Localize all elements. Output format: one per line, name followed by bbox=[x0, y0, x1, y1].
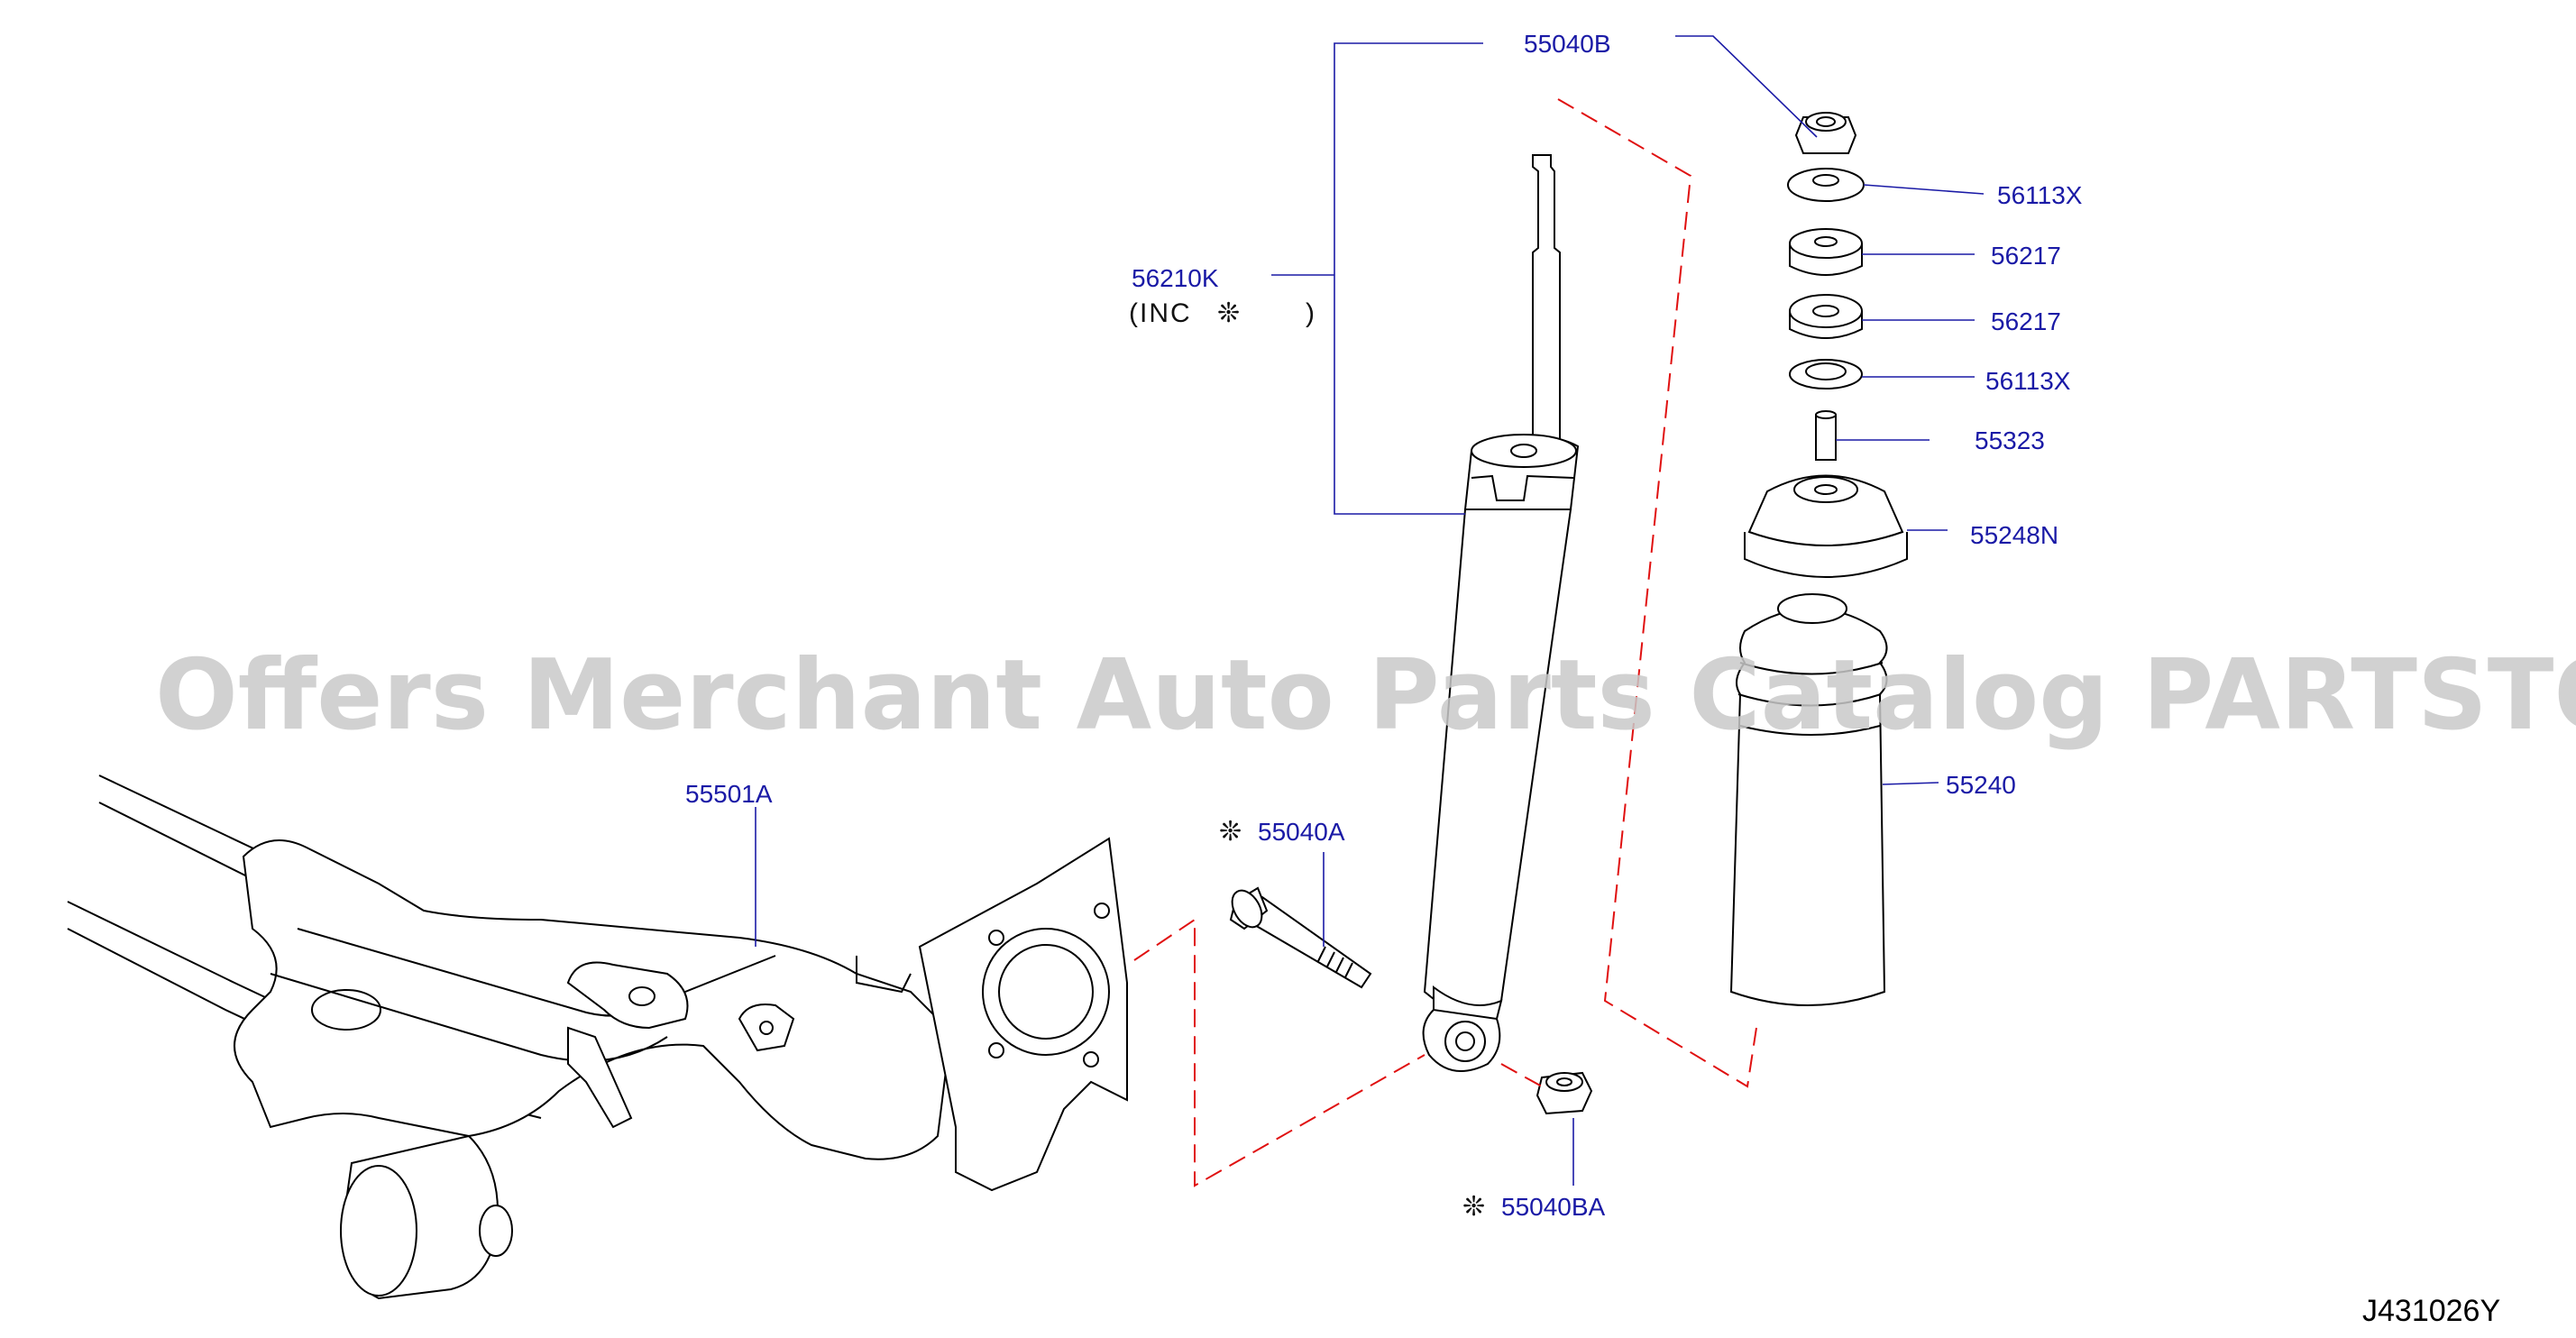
asterisk-icon: ❊ bbox=[1219, 817, 1243, 847]
asterisk-icon: ❊ bbox=[1217, 298, 1242, 328]
asterisk-icon: ❊ bbox=[1462, 1192, 1487, 1222]
lower-bolt-drawing bbox=[1229, 886, 1372, 989]
nut-top-drawing bbox=[1794, 112, 1857, 154]
bushing-bottom-drawing bbox=[1789, 294, 1863, 339]
dust-cover-drawing bbox=[1729, 593, 1888, 1006]
label-55323[interactable]: 55323 bbox=[1975, 426, 2045, 454]
washer-bottom-drawing bbox=[1789, 359, 1863, 389]
rear-axle-beam-drawing bbox=[67, 774, 1128, 1300]
shock-absorber-drawing bbox=[1422, 154, 1580, 1072]
bound-bumper-drawing bbox=[1744, 474, 1908, 578]
label-inc-open: (INC bbox=[1129, 298, 1192, 328]
label-56217-bottom[interactable]: 56217 bbox=[1991, 307, 2061, 335]
diagram-code: J431026Y bbox=[2362, 1294, 2500, 1328]
label-55248N[interactable]: 55248N bbox=[1970, 521, 2058, 549]
label-55040B[interactable]: 55040B bbox=[1524, 30, 1611, 58]
watermark-text: Offers Merchant Auto Parts Catalog PARTS… bbox=[155, 639, 2576, 752]
bushing-top-drawing bbox=[1789, 228, 1863, 276]
label-55501A[interactable]: 55501A bbox=[685, 780, 773, 808]
assembly-outline-shock bbox=[1557, 98, 1757, 1088]
label-56217-top[interactable]: 56217 bbox=[1991, 242, 2061, 270]
leader-lines bbox=[755, 35, 1985, 1186]
label-56210K[interactable]: 56210K bbox=[1132, 264, 1219, 292]
assembly-outline-axle bbox=[1133, 918, 1543, 1187]
label-55240[interactable]: 55240 bbox=[1946, 771, 2016, 799]
label-55040BA[interactable]: 55040BA bbox=[1501, 1193, 1606, 1221]
label-56113X-top[interactable]: 56113X bbox=[1997, 181, 2083, 209]
label-56113X-bottom[interactable]: 56113X bbox=[1985, 367, 2071, 395]
lower-nut-drawing bbox=[1536, 1071, 1593, 1115]
label-inc-close: ) bbox=[1306, 298, 1316, 328]
label-55040A[interactable]: 55040A bbox=[1258, 818, 1345, 846]
collar-drawing bbox=[1815, 410, 1837, 461]
washer-top-drawing bbox=[1787, 168, 1865, 202]
